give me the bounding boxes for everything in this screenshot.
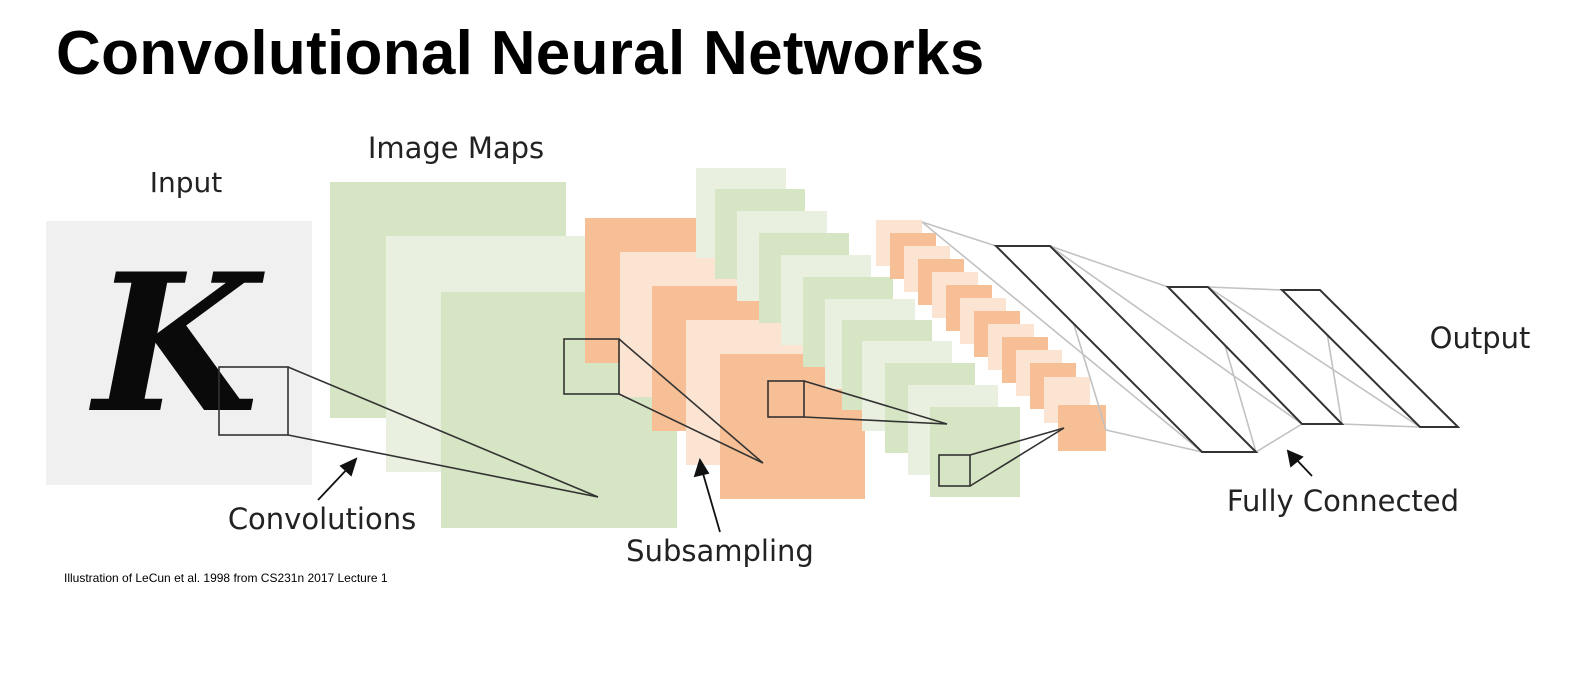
subsampling2-maps [876, 220, 1106, 451]
image-maps-label: Image Maps [368, 131, 544, 165]
input-image-panel [46, 221, 312, 485]
subsampling-arrow [701, 469, 721, 533]
fc-layer [993, 245, 1259, 453]
convolutions-arrow [317, 465, 351, 501]
conv2-feature-maps [696, 168, 1020, 497]
conv1-patch [563, 338, 620, 395]
receptive-fields [218, 338, 1065, 498]
output-label: Output [1430, 321, 1531, 355]
arrow-head [339, 457, 358, 477]
arrow-head [693, 457, 710, 478]
convolutions-label: Convolutions [228, 502, 416, 536]
conv2-patch [938, 454, 971, 487]
arrow-head [1286, 449, 1304, 468]
attribution-caption: Illustration of LeCun et al. 1998 from C… [64, 571, 388, 585]
subsampling-label: Subsampling [626, 534, 814, 568]
input-patch [218, 366, 289, 436]
fully-connected-layers [993, 245, 1461, 453]
input-glyph: K [88, 232, 265, 455]
input-label: Input [150, 166, 223, 199]
fc-layer [1279, 289, 1461, 428]
slide-title: Convolutional Neural Networks [56, 19, 985, 88]
fully-connected-label: Fully Connected [1227, 484, 1459, 518]
pooled-map [1058, 405, 1106, 451]
label-arrows [317, 449, 1313, 533]
pool1-patch [767, 380, 805, 418]
fc-layer [1165, 286, 1345, 425]
